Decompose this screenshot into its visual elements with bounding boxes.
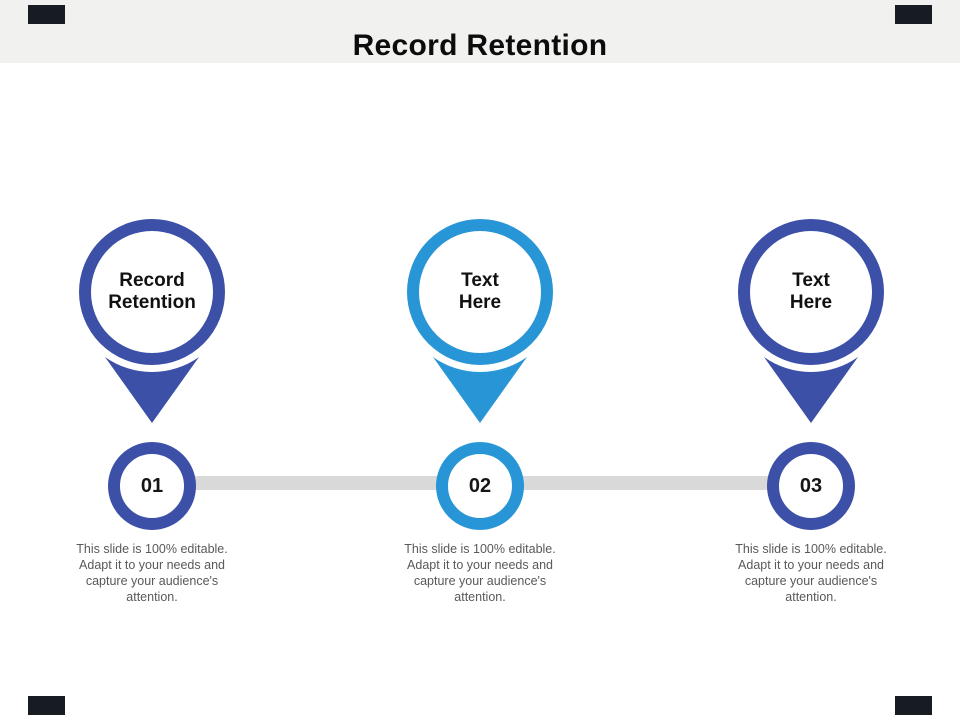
step-number-badge: 02 [436,442,524,530]
timeline-step-3: Text Here 03 This slide is 100% editable… [735,219,887,639]
timeline-step-2: Text Here 02 This slide is 100% editable… [404,219,556,639]
corner-mark-bottom-right [895,696,932,715]
step-number-badge: 03 [767,442,855,530]
step-number: 01 [140,474,164,497]
step-label: Record Retention [108,270,196,313]
pin-triangle [433,357,527,423]
corner-mark-top-right [895,5,932,24]
timeline-step-1: Record Retention 01 This slide is 100% e… [76,219,228,639]
pin-circle [738,219,884,365]
pin-triangle [105,357,199,423]
step-number-badge: 01 [108,442,196,530]
map-pin-shape [407,219,553,423]
step-number: 03 [799,474,823,497]
pin-circle [407,219,553,365]
corner-mark-bottom-left [28,696,65,715]
step-description: This slide is 100% editable. Adapt it to… [76,542,228,604]
map-pin-shape [79,219,225,423]
pin-triangle [764,357,858,423]
slide-title: Record Retention [352,29,608,63]
step-label: Text Here [458,270,502,313]
step-label: Text Here [789,270,833,313]
pin-circle [79,219,225,365]
map-pin-shape [738,219,884,423]
step-number: 02 [468,474,492,497]
header-band [0,0,960,63]
step-description: This slide is 100% editable. Adapt it to… [735,542,887,604]
corner-mark-top-left [28,5,65,24]
step-description: This slide is 100% editable. Adapt it to… [404,542,556,604]
